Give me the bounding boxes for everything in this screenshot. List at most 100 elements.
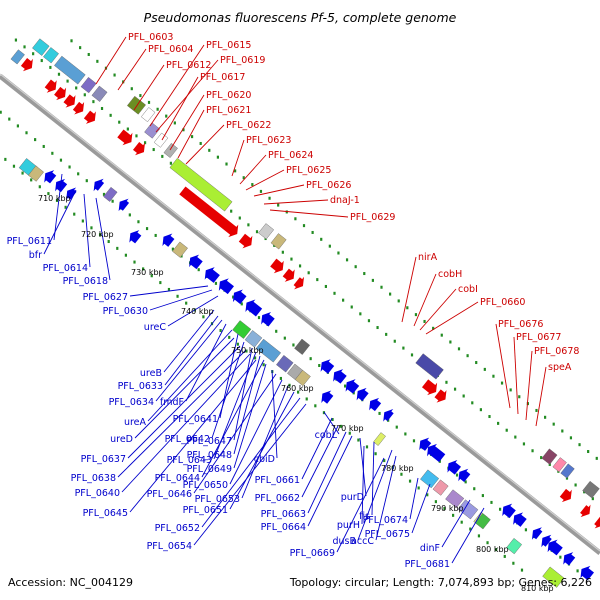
gc-dot bbox=[230, 209, 233, 213]
leader-line bbox=[211, 341, 245, 439]
gc-dot bbox=[357, 438, 360, 442]
gc-dot bbox=[247, 223, 250, 227]
gc-dot bbox=[182, 128, 185, 132]
reverse-gene-label: accC bbox=[351, 536, 374, 547]
gc-dot bbox=[23, 45, 26, 49]
reverse-gene-label: ureB bbox=[140, 368, 162, 379]
gc-dot bbox=[466, 354, 469, 358]
gc-dot bbox=[292, 343, 295, 347]
gc-dot bbox=[307, 271, 310, 275]
gc-dot bbox=[410, 353, 414, 357]
gc-dot bbox=[255, 230, 259, 234]
gc-dot bbox=[281, 250, 284, 254]
gc-dot bbox=[400, 472, 403, 476]
leader-line bbox=[336, 457, 385, 553]
forward-gene-arrow bbox=[270, 258, 284, 274]
forward-gene-label: PFL_0612 bbox=[166, 60, 211, 71]
leader-line bbox=[263, 199, 329, 205]
leader-line bbox=[441, 499, 471, 548]
reverse-gene-label: PFL_0614 bbox=[43, 263, 88, 274]
gc-dot bbox=[111, 199, 114, 203]
reverse-gene-label: PFL_0681 bbox=[405, 559, 450, 570]
gc-dot bbox=[75, 86, 78, 90]
gc-dot bbox=[389, 292, 392, 296]
gc-dot bbox=[73, 212, 76, 216]
reverse-gene-label: cbiD bbox=[254, 454, 275, 465]
gc-dot bbox=[107, 240, 110, 244]
gc-dot bbox=[414, 313, 418, 317]
gc-dot bbox=[147, 100, 151, 104]
leader-line bbox=[409, 477, 419, 520]
gc-dot bbox=[324, 284, 327, 288]
gc-dot bbox=[460, 520, 463, 524]
leader-line bbox=[229, 379, 283, 485]
leader-line bbox=[233, 363, 267, 469]
gc-dot bbox=[559, 555, 562, 559]
reverse-gene-arrow bbox=[541, 534, 552, 548]
gc-dot bbox=[173, 121, 176, 125]
gc-dot bbox=[38, 185, 41, 189]
gc-dot bbox=[479, 408, 482, 412]
reverse-gene-label: purD bbox=[341, 492, 364, 503]
gene-feature bbox=[54, 55, 86, 85]
reverse-gene-label: ureA bbox=[124, 417, 147, 428]
gc-dot bbox=[25, 131, 28, 135]
leader-line bbox=[233, 355, 261, 455]
reverse-gene-arrow bbox=[218, 278, 234, 295]
gc-dot bbox=[137, 220, 140, 224]
leader-line bbox=[193, 403, 307, 546]
forward-gene-label: PFL_0619 bbox=[220, 55, 265, 66]
reverse-gene-label: dinF bbox=[420, 543, 440, 554]
gc-dot bbox=[290, 257, 293, 261]
gc-dot bbox=[423, 319, 426, 323]
gc-dot bbox=[156, 107, 159, 111]
reverse-gene-label: fis bbox=[359, 511, 370, 522]
leader-line bbox=[271, 369, 278, 459]
reverse-gene-arrow bbox=[321, 390, 334, 404]
gc-dot bbox=[451, 513, 455, 517]
gc-dot bbox=[524, 528, 528, 532]
gene-feature bbox=[32, 38, 50, 56]
gc-dot bbox=[232, 295, 235, 299]
gene-feature bbox=[457, 499, 479, 520]
gene-feature bbox=[258, 223, 275, 240]
leader-line bbox=[323, 411, 340, 435]
gene-feature bbox=[270, 233, 287, 250]
genome-backbone bbox=[0, 74, 600, 555]
reverse-gene-label: PFL_0648 bbox=[187, 450, 232, 461]
gc-dot bbox=[302, 224, 306, 228]
leader-line bbox=[155, 319, 223, 402]
leader-line bbox=[375, 455, 397, 541]
gc-dot bbox=[328, 244, 331, 248]
gene-feature bbox=[420, 469, 440, 489]
reverse-gene-arrow bbox=[44, 170, 57, 184]
leader-line bbox=[164, 315, 219, 386]
forward-gene-arrow bbox=[63, 94, 76, 108]
gc-dot bbox=[202, 315, 205, 319]
map-title: Pseudomonas fluorescens Pf-5, complete g… bbox=[144, 10, 457, 25]
reverse-gene-label: PFL_0664 bbox=[261, 522, 306, 533]
leader-line bbox=[127, 345, 241, 459]
gc-dot bbox=[16, 124, 20, 128]
gc-dot bbox=[262, 363, 265, 367]
reverse-gene-label: PFL_0647 bbox=[187, 436, 232, 447]
leader-line bbox=[425, 301, 479, 335]
gene-feature bbox=[163, 143, 178, 158]
gene-feature bbox=[153, 132, 169, 148]
gene-feature bbox=[276, 355, 294, 373]
gc-dot bbox=[14, 38, 18, 42]
leader-line bbox=[129, 359, 257, 513]
forward-gene-label: PFL_0620 bbox=[206, 90, 251, 101]
gc-dot bbox=[64, 205, 67, 209]
leader-line bbox=[163, 309, 215, 373]
reverse-gene-label: bfr bbox=[29, 250, 42, 261]
gene-feature bbox=[445, 489, 465, 509]
gene-feature bbox=[294, 338, 311, 355]
reverse-gene-arrow bbox=[356, 387, 369, 402]
leader-line bbox=[357, 449, 393, 541]
leader-line bbox=[245, 169, 285, 191]
forward-gene-arrow bbox=[72, 101, 85, 115]
gc-dot bbox=[374, 452, 377, 456]
leader-line bbox=[133, 64, 165, 111]
leader-line bbox=[451, 507, 485, 564]
